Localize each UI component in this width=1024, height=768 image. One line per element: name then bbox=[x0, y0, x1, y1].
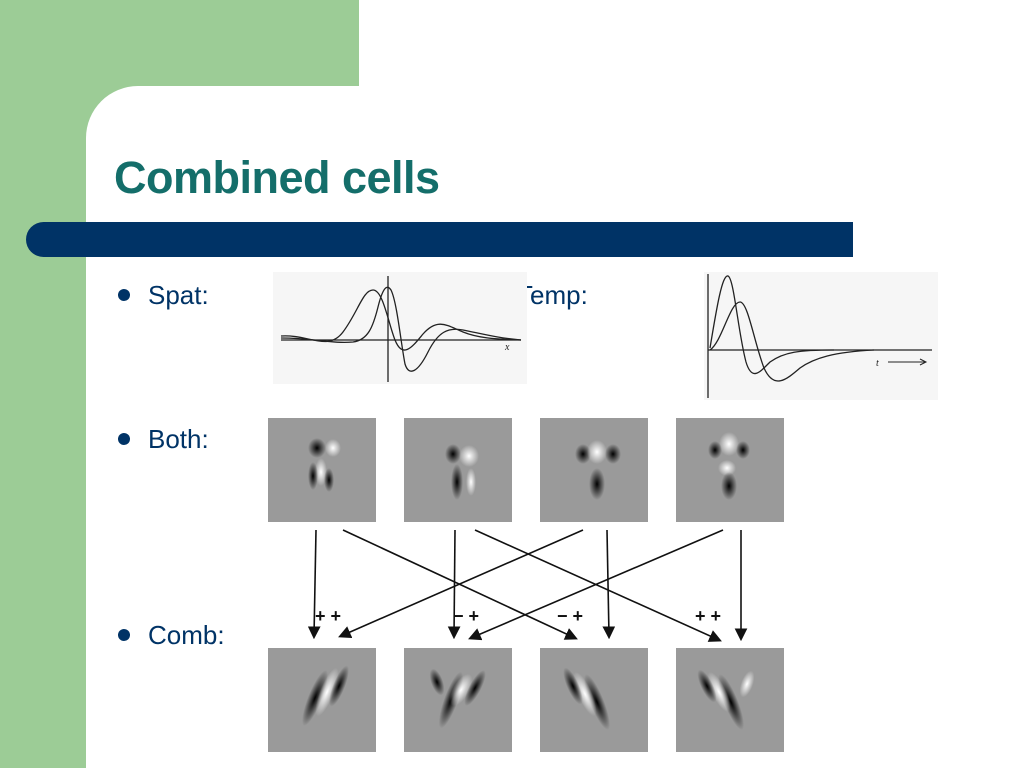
bullet-both: Both: bbox=[118, 424, 209, 454]
temporal-axis-label: t bbox=[876, 358, 879, 369]
temporal-profile-figure: t bbox=[704, 272, 938, 400]
bullet-comb: Comb: bbox=[118, 620, 225, 650]
bullet-temp: Temp: bbox=[517, 280, 588, 310]
filter-bottom-3 bbox=[540, 648, 648, 752]
bullet-spat: Spat: bbox=[118, 280, 209, 310]
combination-diagram-svg: + + − + − + + + bbox=[257, 410, 790, 760]
bullet-label-both: Both: bbox=[148, 424, 209, 454]
filter-bottom-2 bbox=[404, 648, 512, 752]
sign-label-2: − + bbox=[453, 606, 479, 626]
combination-arrows bbox=[307, 529, 748, 642]
slide-title: Combined cells bbox=[114, 152, 440, 203]
sign-label-1: + + bbox=[315, 606, 341, 626]
filter-top-2 bbox=[404, 418, 512, 522]
temporal-profile-plot: t bbox=[704, 272, 938, 400]
filter-top-1 bbox=[268, 418, 376, 522]
spatial-profile-plot: x bbox=[273, 272, 527, 384]
spatial-profile-figure: x bbox=[273, 272, 527, 384]
bullet-dot-icon bbox=[118, 629, 130, 642]
sign-label-3: − + bbox=[557, 606, 583, 626]
spatial-axis-label: x bbox=[504, 342, 510, 353]
filter-bottom-1 bbox=[268, 648, 376, 752]
sign-label-4: + + bbox=[695, 606, 721, 626]
bullet-label-spat: Spat: bbox=[148, 280, 209, 310]
bullet-dot-icon bbox=[118, 433, 130, 446]
bullet-label-temp: Temp: bbox=[517, 280, 588, 310]
filter-top-3 bbox=[540, 418, 648, 522]
title-underline-bar bbox=[26, 222, 853, 257]
bullet-label-comb: Comb: bbox=[148, 620, 225, 650]
bullet-dot-icon bbox=[118, 289, 130, 302]
combination-diagram: + + − + − + + + bbox=[257, 410, 790, 760]
filter-top-4 bbox=[676, 418, 784, 522]
filter-bottom-4 bbox=[676, 648, 784, 752]
